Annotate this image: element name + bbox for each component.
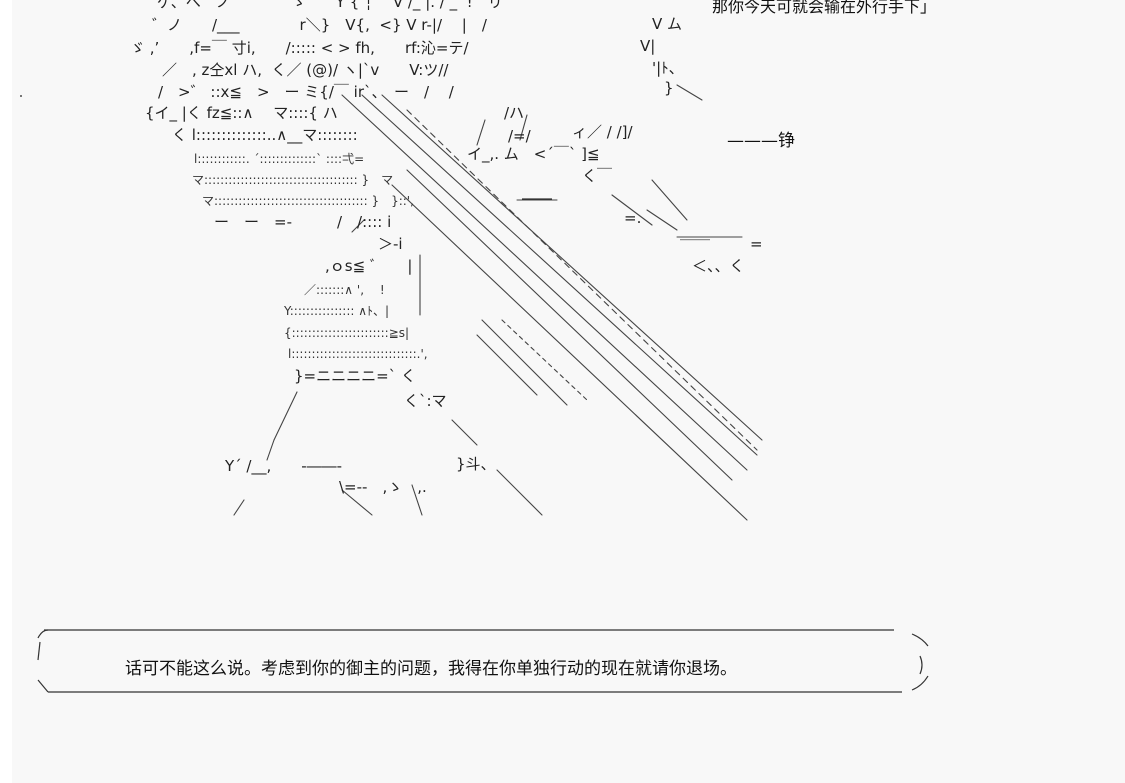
art-fragment: マ:::::::::::::::::::::::::::::::::::::: … (202, 194, 414, 208)
art-fragment: } (664, 79, 674, 97)
art-fragment: く￣ (582, 167, 613, 185)
art-fragment: {::::::::::::::::::::::::≧s| (284, 326, 410, 340)
art-fragment: /=/ (508, 127, 531, 145)
art-fragment: イ_,. ム <´￣` ]≦ (467, 145, 600, 163)
art-fragment: Y:::::::::::::::: ∧ﾄ、| (284, 304, 390, 318)
art-fragment-equals: = (750, 235, 763, 253)
art-fragment: ―― (522, 189, 552, 207)
art-fragment: ／ , z仝xl ハ, く／ (@)/ ヽ|`v V:ツ// (162, 61, 449, 79)
art-fragment: \=-- ,ゝ ,. (339, 478, 427, 496)
art-fragment: ゛ノ /___ r＼} V{, <} V r-|/ | / (152, 16, 487, 34)
art-fragment: ィ／ / /]/ (572, 123, 633, 141)
manga-panel: ゲ、へ ノ ゛ ゝ Y { ┆ V /_ |. / _ ! リ ゛ノ /___ … (12, 0, 1125, 783)
ascii-art-slash-lines (233, 84, 763, 521)
art-fragment: }斗、 (456, 455, 496, 473)
art-fragment: マ:::::::::::::::::::::::::::::::::::::: … (192, 173, 394, 187)
art-fragment: ＜、、く (692, 257, 745, 275)
art-fragment: V ム (652, 15, 683, 33)
dialogue-text: 话可不能这么说。考虑到你的御主的问题，我得在你单独行动的现在就请你退场。 (125, 659, 737, 679)
art-fragment: ＿＿ (680, 224, 711, 242)
art-fragment: / >゛ ::x≦ > ー ミ{/￣ ir`、 ー / / (158, 83, 454, 101)
speech-bubble-border (37, 629, 929, 693)
art-fragment: l::::::::::::. ´::::::::::::::` ::::弌= (194, 152, 365, 166)
art-fragment: ゲ、へ ノ ゛ ゝ Y { ┆ V /_ |. / _ ! リ (157, 0, 503, 11)
sound-effect: ———铮 (727, 131, 795, 151)
art-fragment: '|ﾄ、 (652, 59, 684, 77)
art-fragment: Y´ /__, -――- (225, 457, 343, 475)
art-fragment: =. (624, 209, 642, 227)
art-fragment: く`:マ (404, 392, 447, 410)
art-fragment: ー ー =- / /:::: i (214, 213, 392, 231)
art-fragment: V| (640, 37, 656, 55)
art-fragment: {イ_ |く fz≦::∧ マ::::{ ハ (145, 104, 338, 122)
art-fragment: ＞-i (378, 235, 403, 253)
art-fragment: ,ｏs≦ ﾞ | (325, 257, 413, 275)
top-caption: 那你今天可就会输在外行手下」 (712, 0, 937, 16)
speech-bubble: 话可不能这么说。考虑到你的御主的问题，我得在你单独行动的现在就请你退场。 (34, 620, 934, 700)
stray-dot (20, 95, 22, 97)
art-fragment: }=ニニニニ=` く (294, 367, 416, 385)
art-fragment: く l::::::::::::::..∧__マ:::::::: (172, 126, 358, 144)
art-fragment: /ハ (504, 104, 525, 122)
art-fragment: ／:::::::∧ ', ! (304, 283, 385, 297)
art-fragment: ゞ ,’ ,f=￣ 寸i, /::::: < > fh, rf:沁=テ/ (130, 39, 469, 57)
art-fragment: l:::::::::::::::::::::::::::::::.', (288, 347, 428, 361)
